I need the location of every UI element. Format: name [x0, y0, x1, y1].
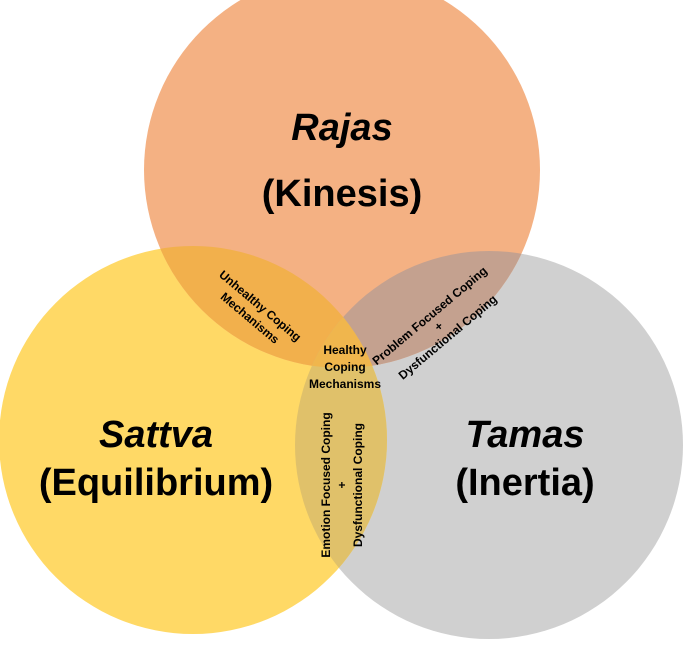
tamas-subtitle: (Inertia) — [455, 462, 594, 504]
sattva-tamas-label: Emotion Focused Coping + Dysfunctional C… — [319, 412, 365, 557]
svg-text:Mechanisms: Mechanisms — [309, 377, 381, 391]
sattva-name: Sattva — [99, 414, 213, 456]
rajas-tamas-overlap — [295, 251, 540, 368]
sattva-subtitle: (Equilibrium) — [39, 462, 273, 504]
center-label: Healthy Coping Mechanisms — [309, 343, 381, 391]
svg-text:Healthy: Healthy — [323, 343, 367, 357]
rajas-sattva-overlap — [144, 246, 387, 368]
svg-text:Coping: Coping — [324, 360, 365, 374]
svg-text:+: + — [335, 481, 349, 488]
svg-text:Dysfunctional Coping: Dysfunctional Coping — [351, 423, 365, 547]
svg-text:Emotion Focused Coping: Emotion Focused Coping — [319, 412, 333, 557]
tamas-name: Tamas — [466, 414, 585, 456]
rajas-subtitle: (Kinesis) — [262, 173, 422, 215]
rajas-name: Rajas — [291, 107, 392, 149]
